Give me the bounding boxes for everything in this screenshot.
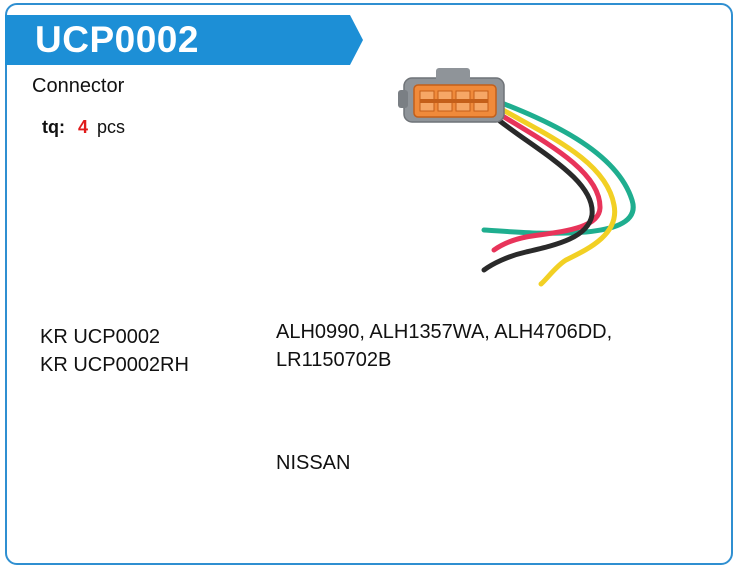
quantity-unit: pcs <box>97 117 126 137</box>
quantity-label: tq: <box>42 117 65 137</box>
part-code: KR UCP0002 <box>40 326 161 348</box>
product-code-title: UCP0002 <box>35 19 199 60</box>
quantity-value: 4 <box>78 117 89 137</box>
quantity-line: tq: 4 pcs <box>42 117 125 138</box>
banner-ribbon-shape <box>5 15 363 65</box>
part-code: KR UCP0002RH <box>40 354 189 376</box>
product-type: Connector <box>32 75 125 97</box>
connector-pigtail-icon <box>396 40 646 295</box>
oem-reference-line: LR1150702B <box>276 349 392 371</box>
part-codes-list: KR UCP0002 KR UCP0002RH <box>40 323 189 379</box>
oem-reference-line: ALH0990, ALH1357WA, ALH4706DD, <box>276 321 613 343</box>
product-card <box>5 3 733 565</box>
vehicle-brand: NISSAN <box>276 452 351 474</box>
oem-references: ALH0990, ALH1357WA, ALH4706DD, LR1150702… <box>276 318 706 374</box>
title-banner: UCP0002 <box>5 15 363 65</box>
